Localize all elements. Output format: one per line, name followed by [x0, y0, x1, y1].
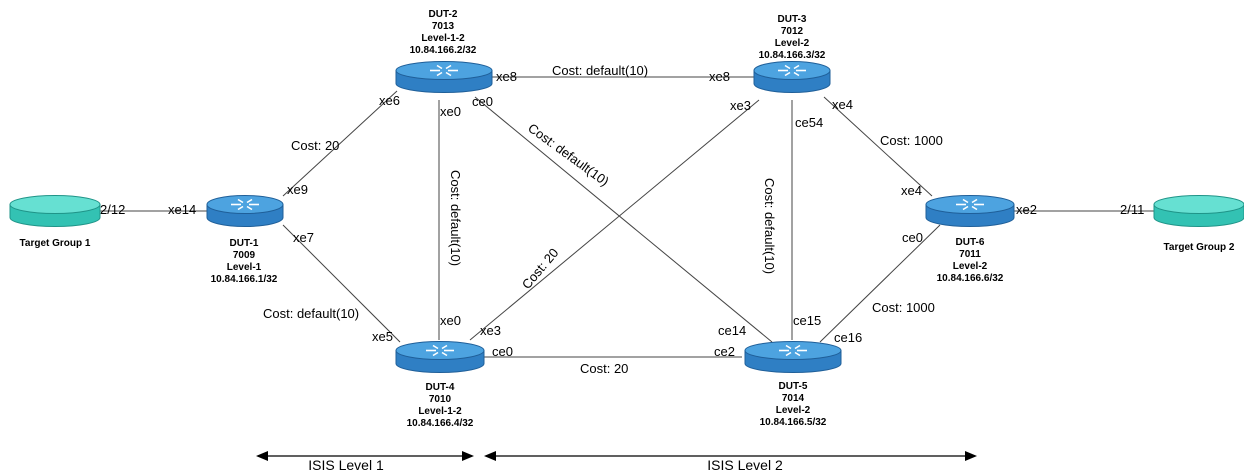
port-dut6-3: xe4	[901, 183, 922, 198]
cost-dut2-dut3: Cost: default(10)	[552, 63, 648, 78]
port-dut5-3: ce15	[793, 313, 821, 328]
cost-dut1-dut4: Cost: default(10)	[263, 306, 359, 321]
dut5-asn: 7014	[782, 393, 805, 404]
cost-dut3-dut6: Cost: 1000	[880, 133, 943, 148]
port-dut6-5: ce0	[902, 230, 923, 245]
tg2-name: Target Group 2	[1164, 242, 1235, 253]
port-dut4-2: xe0	[440, 313, 461, 328]
cost-dut2-dut5: Cost: default(10)	[525, 120, 612, 189]
dut4-asn: 7010	[429, 394, 452, 405]
cost-dut3-dut4: Cost: 20	[519, 245, 562, 292]
dut5-level: Level-2	[776, 405, 811, 416]
devices	[9, 61, 1244, 373]
port-dut5-2: ce14	[718, 323, 746, 338]
cost-dut3-dut5: Cost: default(10)	[762, 178, 777, 274]
dut2-name: DUT-2	[429, 9, 458, 20]
port-dut4-1: xe5	[372, 329, 393, 344]
port-dut5-6: ce16	[834, 330, 862, 345]
dut2-level: Level-1-2	[421, 33, 465, 44]
cost-dut1-dut2: Cost: 20	[291, 138, 339, 153]
dut1-ip: 10.84.166.1/32	[211, 274, 278, 285]
port-dut2-4: xe0	[440, 104, 461, 119]
dut4-ip: 10.84.166.4/32	[407, 418, 474, 429]
links	[100, 76, 1165, 358]
isis-level2-label: ISIS Level 2	[707, 457, 783, 472]
port-dut1-4: xe7	[293, 230, 314, 245]
target-tg2-icon	[1153, 195, 1244, 227]
isis-level1-label: ISIS Level 1	[308, 457, 384, 472]
port-dut3-6: xe4	[832, 97, 853, 112]
isis-level1-arrowhead-right	[462, 451, 474, 461]
port-dut3-5: ce54	[795, 115, 823, 130]
port-dut3-2: xe8	[709, 69, 730, 84]
dut6-asn: 7011	[959, 249, 981, 260]
dut3-asn: 7012	[781, 26, 804, 37]
cost-dut4-dut5: Cost: 20	[580, 361, 628, 376]
port-dut2-3: xe8	[496, 69, 517, 84]
port-dut4-3: xe3	[480, 323, 501, 338]
dut3-name: DUT-3	[778, 14, 807, 25]
dut3-level: Level-2	[775, 38, 810, 49]
dut4-name: DUT-4	[426, 382, 455, 393]
cost-dut5-dut6: Cost: 1000	[872, 300, 935, 315]
dut1-name: DUT-1	[230, 238, 259, 249]
router-dut2-icon	[395, 61, 493, 93]
target-tg1-icon	[9, 195, 101, 227]
dut3-ip: 10.84.166.3/32	[759, 50, 826, 61]
port-dut1-2: xe9	[287, 182, 308, 197]
router-dut5-icon	[744, 341, 842, 373]
link-dut1-dut4	[282, 224, 401, 343]
dut6-name: DUT-6	[956, 237, 985, 248]
isis-level1-arrowhead-left	[256, 451, 268, 461]
isis-level2-arrowhead-right	[965, 451, 977, 461]
port-tg1: 2/12	[100, 202, 125, 217]
router-dut1-icon	[206, 195, 284, 227]
port-dut3-4: xe3	[730, 98, 751, 113]
port-dut4-5: ce0	[492, 344, 513, 359]
dut6-ip: 10.84.166.6/32	[937, 273, 1004, 284]
port-dut5-4: ce2	[714, 344, 735, 359]
dut1-level: Level-1	[227, 262, 262, 273]
dut1-asn: 7009	[233, 250, 256, 261]
port-dut2-5: ce0	[472, 94, 493, 109]
dut2-asn: 7013	[432, 21, 455, 32]
port-dut1-tg: xe14	[168, 202, 196, 217]
link-dut5-dut6	[819, 224, 941, 343]
dut5-ip: 10.84.166.5/32	[760, 417, 827, 428]
router-dut6-icon	[925, 195, 1015, 227]
tg1-name: Target Group 1	[20, 238, 91, 249]
port-tg2: 2/11	[1120, 202, 1144, 217]
dut4-level: Level-1-2	[418, 406, 462, 417]
dut2-ip: 10.84.166.2/32	[410, 45, 477, 56]
link-dut1-dut2	[282, 90, 398, 197]
router-dut4-icon	[395, 341, 485, 373]
dut6-level: Level-2	[953, 261, 988, 272]
dut5-name: DUT-5	[779, 381, 808, 392]
link-dut2-dut5	[474, 96, 773, 343]
port-dut6-tg: xe2	[1016, 202, 1037, 217]
link-dut3-dut4	[469, 99, 760, 341]
port-dut2-1: xe6	[379, 93, 400, 108]
link-dut3-dut6	[823, 96, 933, 197]
isis-level2-arrowhead-left	[484, 451, 496, 461]
cost-dut2-dut4: Cost: default(10)	[448, 170, 463, 266]
router-dut3-icon	[753, 61, 831, 93]
